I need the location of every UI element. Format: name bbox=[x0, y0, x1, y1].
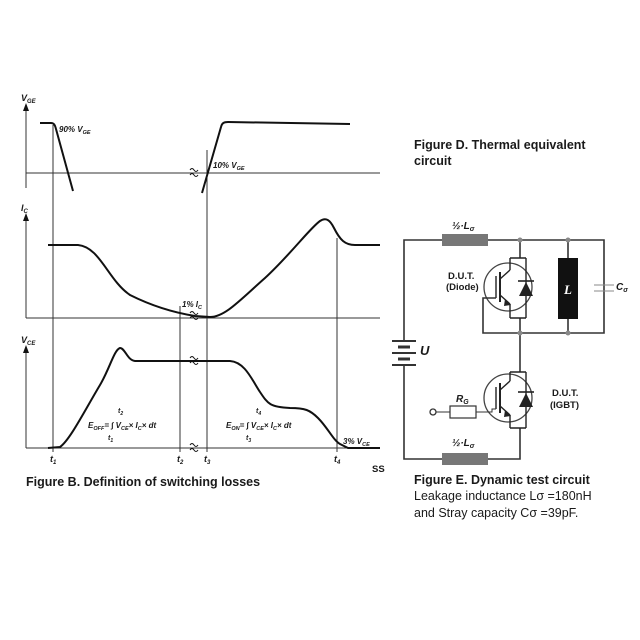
t2-label: t2 bbox=[177, 454, 184, 466]
load-inductor-label: L bbox=[563, 282, 572, 297]
bottom-stray-inductor bbox=[442, 453, 488, 465]
source-label: U bbox=[420, 343, 430, 358]
figure-e-caption: Figure E. Dynamic test circuit bbox=[414, 473, 591, 487]
gate-resistor bbox=[429, 405, 496, 419]
thermal-caption: Figure D. Thermal equivalent circuit bbox=[414, 138, 586, 168]
vce-curve bbox=[47, 346, 380, 449]
svg-text:t2: t2 bbox=[118, 408, 123, 417]
figure-d-caption-line2: circuit bbox=[414, 154, 452, 168]
ic-axis-label: IC bbox=[21, 203, 29, 215]
label-10-vge: 10% VGE bbox=[213, 161, 245, 172]
vce-axis-label: VCE bbox=[21, 335, 36, 347]
ic-curve bbox=[48, 218, 380, 319]
vce-axis-arrow bbox=[23, 345, 29, 353]
t4-label: t4 bbox=[334, 454, 341, 466]
t3-label: t3 bbox=[204, 454, 211, 466]
left-bottom-wire bbox=[403, 365, 442, 460]
t1-label: t1 bbox=[50, 454, 57, 466]
bottom-stray-inductor-label: ½·Lσ bbox=[452, 438, 475, 450]
dc-source bbox=[392, 340, 416, 366]
dut-igbt bbox=[483, 371, 534, 429]
dut-diode-label-line2: (Diode) bbox=[446, 282, 479, 293]
svg-text:t1: t1 bbox=[108, 435, 113, 444]
dut-igbt-label-line1: D.U.T. bbox=[552, 388, 578, 399]
eon-formula: EON= ∫ VCE× IC× dt t4 t3 bbox=[226, 408, 292, 444]
stray-capacitor bbox=[594, 284, 614, 292]
stray-capacity-note: and Stray capacity Cσ =39pF. bbox=[414, 506, 578, 520]
top-stray-inductor-label: ½·Lσ bbox=[452, 221, 475, 233]
corner-mark: SS bbox=[372, 464, 385, 475]
figure-b-caption: Figure B. Definition of switching losses bbox=[26, 475, 260, 489]
label-90-vge: 90% VGE bbox=[59, 125, 91, 136]
load-inductor bbox=[558, 258, 578, 319]
junction-dots bbox=[517, 237, 571, 336]
vge-axis-label: VGE bbox=[21, 93, 37, 105]
label-1-ic: 1% IC bbox=[182, 300, 203, 311]
gate-resistor-label: RG bbox=[456, 394, 469, 406]
svg-text:t4: t4 bbox=[256, 408, 261, 417]
top-right-wire bbox=[488, 239, 605, 334]
dut-igbt-label-line2: (IGBT) bbox=[550, 400, 579, 411]
eoff-formula: EOFF= ∫ VCE× IC× dt t2 t1 bbox=[88, 408, 157, 444]
svg-text:EOFF= ∫ VCE× IC× dt: EOFF= ∫ VCE× IC× dt bbox=[88, 421, 157, 432]
stray-capacitor-label: Cσ bbox=[616, 282, 628, 294]
ic-axis-arrow bbox=[23, 213, 29, 221]
dynamic-test-circuit: ½·Lσ ½·Lσ U L Cσ bbox=[392, 221, 628, 520]
left-top-wire bbox=[403, 239, 442, 341]
vge-turn-on-curve bbox=[201, 120, 351, 194]
break-marks bbox=[189, 168, 199, 452]
label-3-vce: 3% VCE bbox=[343, 437, 370, 448]
vge-axis-arrow bbox=[23, 103, 29, 111]
dut-diode-igbt bbox=[482, 240, 534, 372]
switching-waveforms: VGE IC VCE 90% VGE 10% bbox=[21, 93, 385, 489]
vge-turn-off-curve bbox=[40, 122, 74, 192]
top-stray-inductor bbox=[442, 234, 488, 246]
svg-text:t3: t3 bbox=[246, 435, 251, 444]
bottom-right-wire bbox=[488, 428, 521, 460]
figure-d-caption-line1: Figure D. Thermal equivalent bbox=[414, 138, 586, 152]
dut-diode-label-line1: D.U.T. bbox=[448, 271, 474, 282]
svg-text:EON= ∫ VCE× IC× dt: EON= ∫ VCE× IC× dt bbox=[226, 421, 292, 432]
leakage-inductance-note: Leakage inductance Lσ =180nH bbox=[414, 489, 592, 503]
